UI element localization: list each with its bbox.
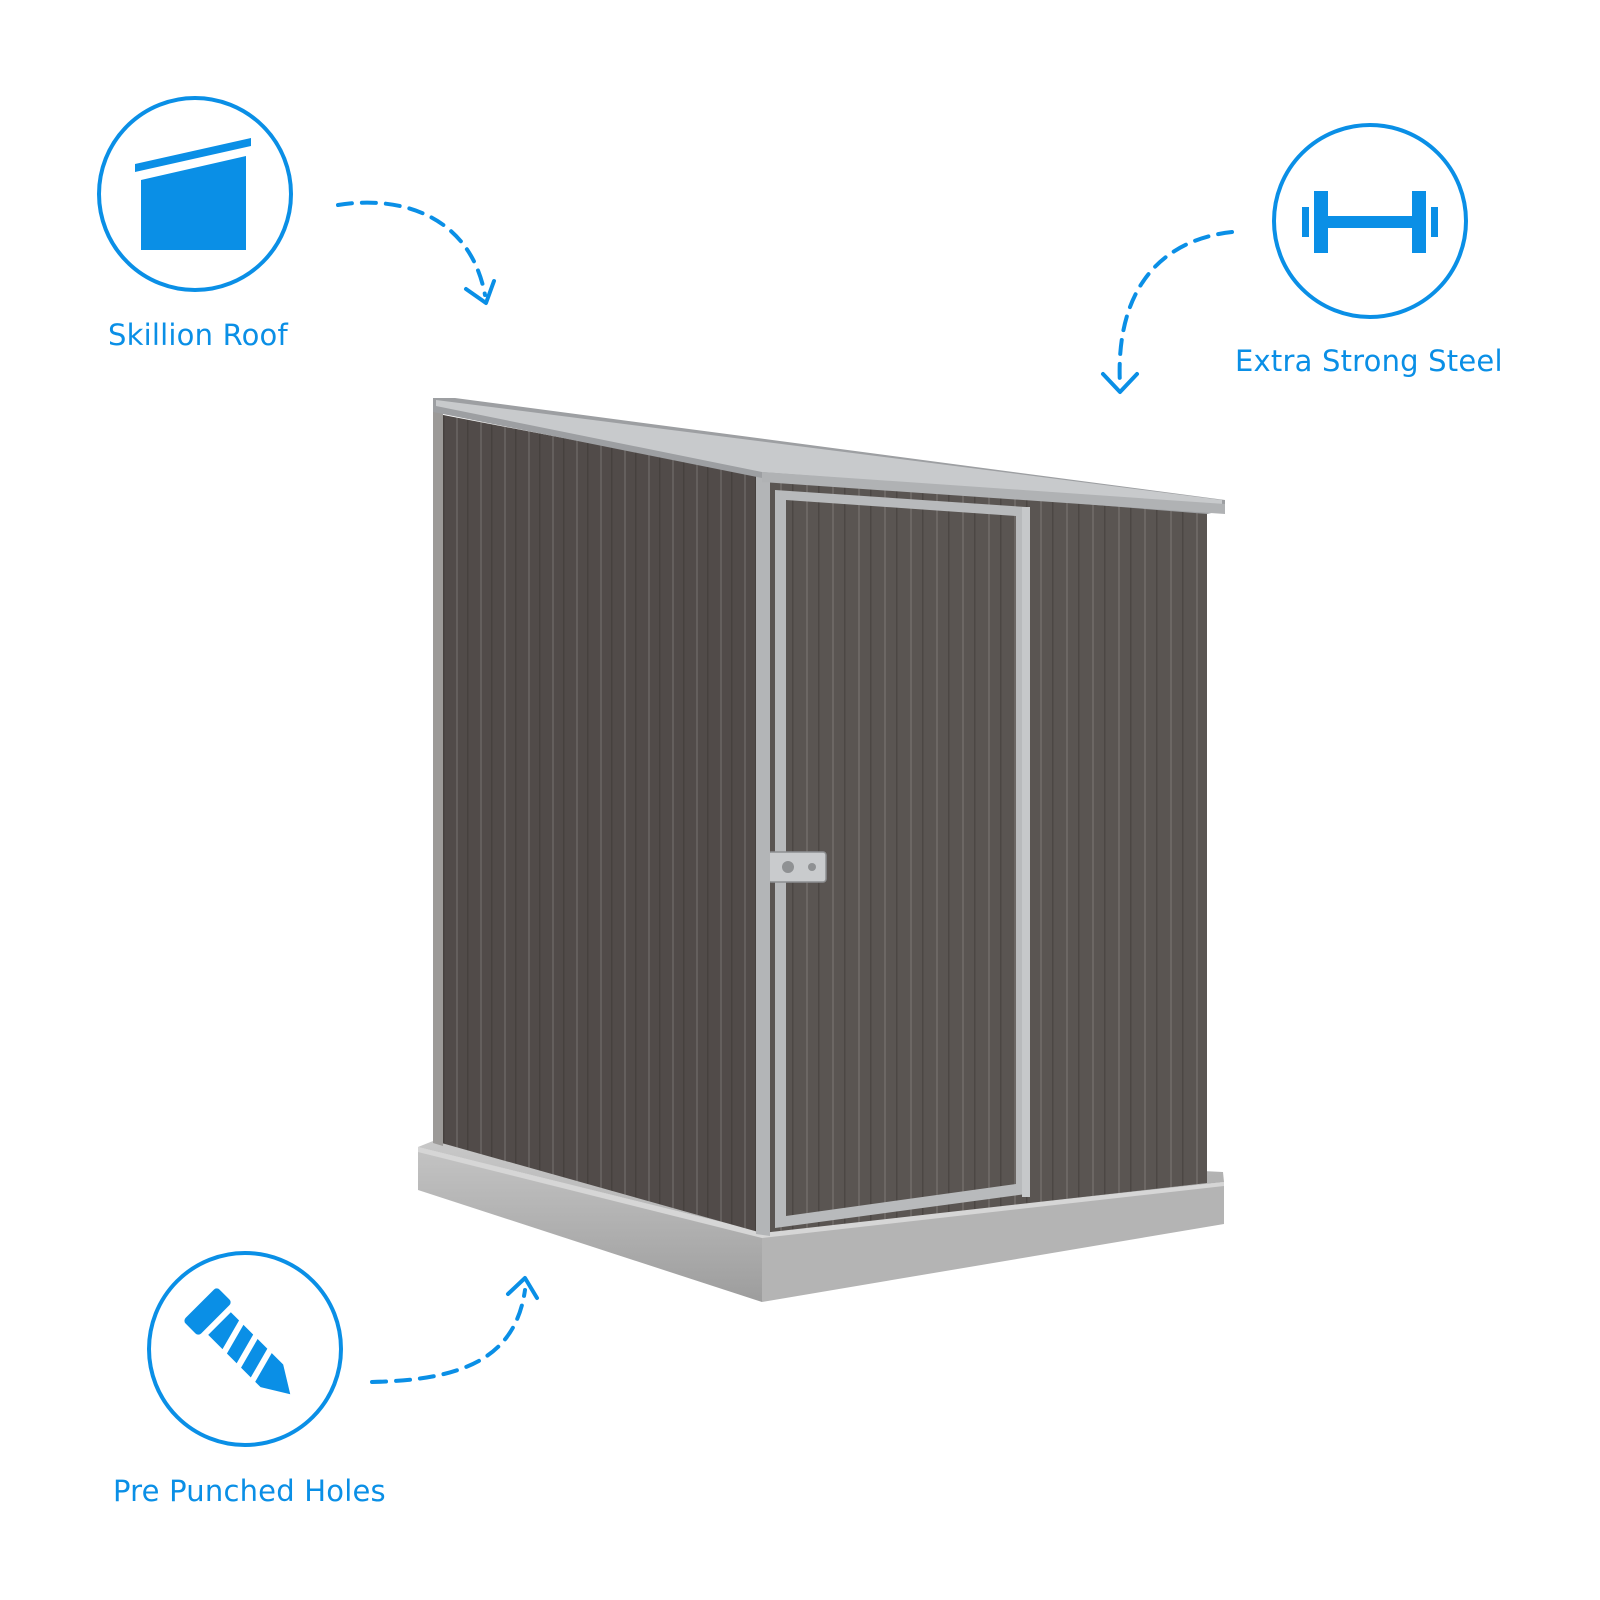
dumbbell-icon bbox=[1272, 123, 1468, 319]
feature-label: Skillion Roof bbox=[108, 318, 288, 352]
shed-side-wall bbox=[438, 414, 762, 1233]
feature-label: Pre Punched Holes bbox=[113, 1474, 386, 1508]
skillion-roof-icon bbox=[97, 96, 293, 292]
shed-roof bbox=[433, 398, 1225, 514]
screw-icon bbox=[147, 1251, 343, 1447]
shed-door bbox=[767, 490, 1030, 1228]
feature-label: Extra Strong Steel bbox=[1235, 344, 1503, 378]
